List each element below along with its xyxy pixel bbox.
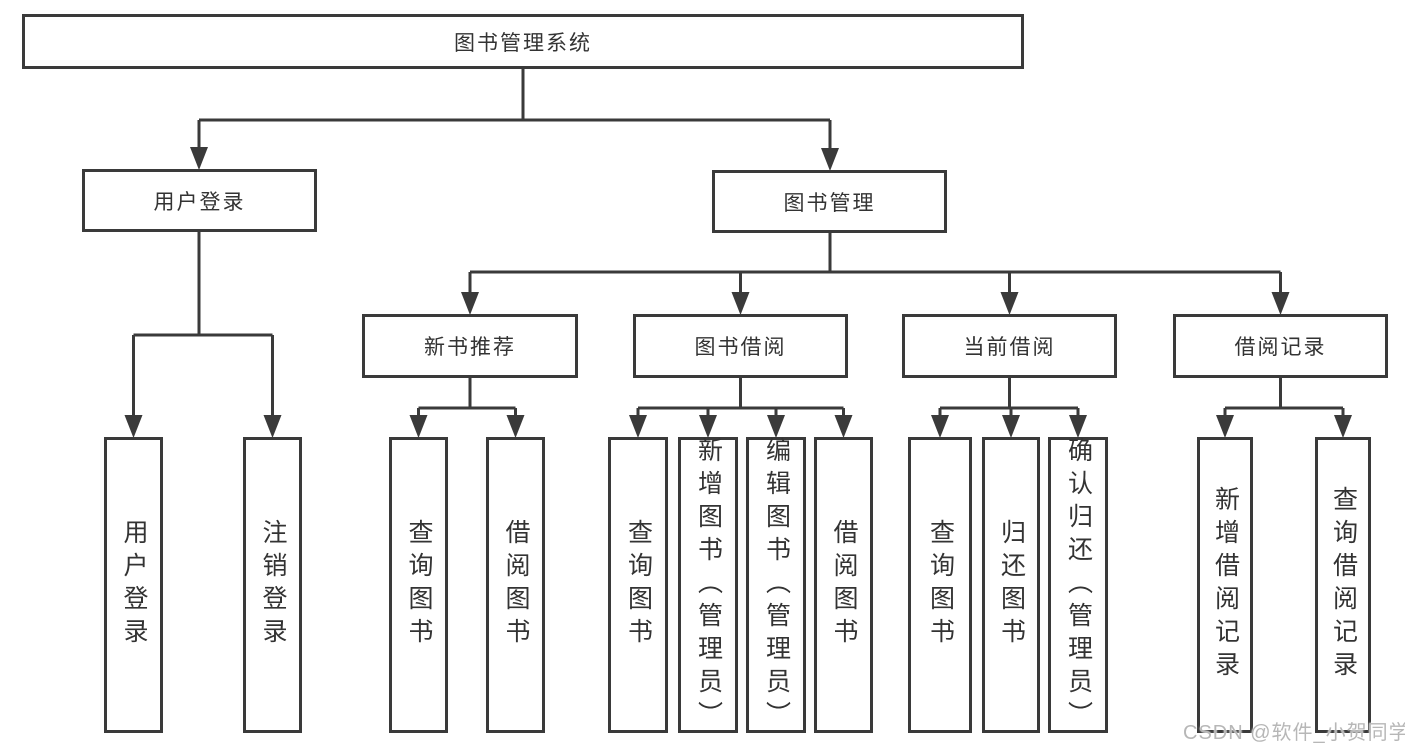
leaf-query-books-borrow: 查询图书 [608, 437, 668, 733]
connector-borrow-records-to-leaves [1216, 378, 1352, 438]
leaf-query-borrow-record: 查询借阅记录 [1315, 437, 1371, 733]
leaf-confirm-return-admin: 确认归还（管理员） [1048, 436, 1108, 734]
leaf-add-borrow-record-label: 新增借阅记录 [1211, 486, 1240, 684]
leaf-edit-books-admin: 编辑图书（管理员） [746, 436, 806, 734]
leaf-borrow-books: 借阅图书 [814, 437, 873, 733]
leaf-query-borrow-record-label: 查询借阅记录 [1329, 486, 1358, 684]
leaf-user-login-label: 用户登录 [120, 519, 148, 651]
node-book-borrow: 图书借阅 [633, 314, 848, 378]
connector-user-login-to-leaves [124, 232, 282, 438]
leaf-query-books-borrow-label: 查询图书 [624, 519, 653, 651]
connector-root-to-level2 [190, 69, 839, 171]
node-borrow-records: 借阅记录 [1173, 314, 1388, 378]
leaf-query-books-current-label: 查询图书 [926, 519, 955, 651]
leaf-return-books-label: 归还图书 [997, 519, 1026, 651]
leaf-add-books-admin: 新增图书（管理员） [678, 436, 738, 734]
leaf-user-login: 用户登录 [104, 437, 163, 733]
node-borrow-records-label: 借阅记录 [1234, 336, 1327, 359]
leaf-add-borrow-record: 新增借阅记录 [1197, 437, 1253, 733]
connector-book-management-to-level3 [461, 233, 1290, 315]
leaf-borrow-books-recommend: 借阅图书 [486, 437, 545, 733]
leaf-query-books-recommend-label: 查询图书 [405, 519, 433, 651]
leaf-logout-label: 注销登录 [259, 519, 287, 651]
node-user-login: 用户登录 [82, 169, 317, 232]
node-root-system-label: 图书管理系统 [454, 31, 592, 55]
connector-new-book-to-leaves [409, 378, 525, 438]
leaf-confirm-return-admin-label: 确认归还（管理员） [1064, 436, 1093, 734]
node-current-borrow: 当前借阅 [902, 314, 1117, 378]
node-new-book-recommend-label: 新书推荐 [424, 336, 516, 359]
node-root-system: 图书管理系统 [22, 14, 1024, 69]
leaf-borrow-books-label: 借阅图书 [830, 519, 858, 651]
connector-current-borrow-to-leaves [931, 378, 1087, 438]
node-book-borrow-label: 图书借阅 [694, 336, 787, 359]
leaf-query-books-current: 查询图书 [908, 437, 972, 733]
connector-book-borrow-to-leaves [629, 378, 853, 438]
node-book-management: 图书管理 [712, 170, 947, 233]
leaf-return-books: 归还图书 [982, 437, 1040, 733]
node-new-book-recommend: 新书推荐 [362, 314, 578, 378]
node-current-borrow-label: 当前借阅 [963, 336, 1056, 359]
leaf-logout: 注销登录 [243, 437, 302, 733]
leaf-borrow-books-recommend-label: 借阅图书 [502, 519, 530, 651]
leaf-query-books-recommend: 查询图书 [389, 437, 448, 733]
node-book-management-label: 图书管理 [783, 191, 876, 215]
leaf-edit-books-admin-label: 编辑图书（管理员） [762, 436, 791, 734]
csdn-watermark: CSDN @软件_小贺同学 [1183, 722, 1405, 744]
node-user-login-label: 用户登录 [153, 190, 246, 214]
leaf-add-books-admin-label: 新增图书（管理员） [694, 436, 723, 734]
